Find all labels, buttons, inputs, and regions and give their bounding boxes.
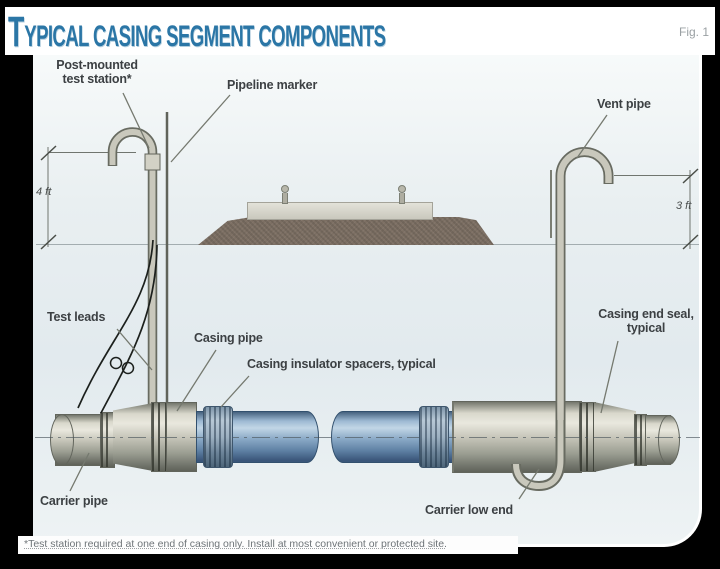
label-line: Casing end seal, <box>598 307 694 321</box>
casing-end-seal-left-rings <box>100 412 115 468</box>
label-line: test station* <box>62 72 132 86</box>
road-embankment <box>198 217 494 245</box>
label-vent-pipe: Vent pipe <box>597 97 651 111</box>
label-post-mounted-test-station: Post-mounted test station* <box>40 58 154 86</box>
figure-number: Fig. 1 <box>678 25 709 39</box>
footnote-text: *Test station required at one end of cas… <box>24 538 447 550</box>
casing-insulator-spacer-right <box>419 406 449 468</box>
casing-insulator-spacer-left <box>203 406 233 468</box>
title-band: TYPICAL CASING SEGMENT COMPONENTS Fig. 1 <box>5 7 715 55</box>
road-post-knob <box>398 185 406 193</box>
dimension-3ft: 3 ft <box>676 200 692 212</box>
label-casing-end-seal: Casing end seal, typical <box>585 307 707 335</box>
label-insulator-spacers: Casing insulator spacers, typical <box>247 357 436 371</box>
label-pipeline-marker: Pipeline marker <box>227 78 318 92</box>
road-post-left <box>281 185 289 204</box>
title-drop-cap: T <box>8 8 25 56</box>
carrier-pipe-left-end-cap <box>50 414 74 466</box>
label-line: typical <box>626 321 666 335</box>
label-carrier-low-end: Carrier low end <box>425 503 513 517</box>
label-casing-pipe: Casing pipe <box>194 331 263 345</box>
label-test-leads: Test leads <box>47 310 106 324</box>
title-text: YPICAL CASING SEGMENT COMPONENTS <box>24 20 386 53</box>
pipe-centerline <box>35 437 700 438</box>
page-title: TYPICAL CASING SEGMENT COMPONENTS <box>8 8 386 60</box>
diagram-panel <box>33 55 702 547</box>
road-post-right <box>398 185 406 204</box>
label-line: Post-mounted <box>56 58 138 72</box>
footnote-strip: *Test station required at one end of cas… <box>18 536 518 554</box>
dimension-4ft: 4 ft <box>36 186 52 198</box>
label-carrier-pipe: Carrier pipe <box>40 494 108 508</box>
carrier-pipe-right-end-cap <box>658 415 680 465</box>
road-post-stem <box>399 193 405 204</box>
road-post-knob <box>281 185 289 193</box>
road-slab <box>247 202 433 220</box>
road-post-stem <box>282 193 288 204</box>
